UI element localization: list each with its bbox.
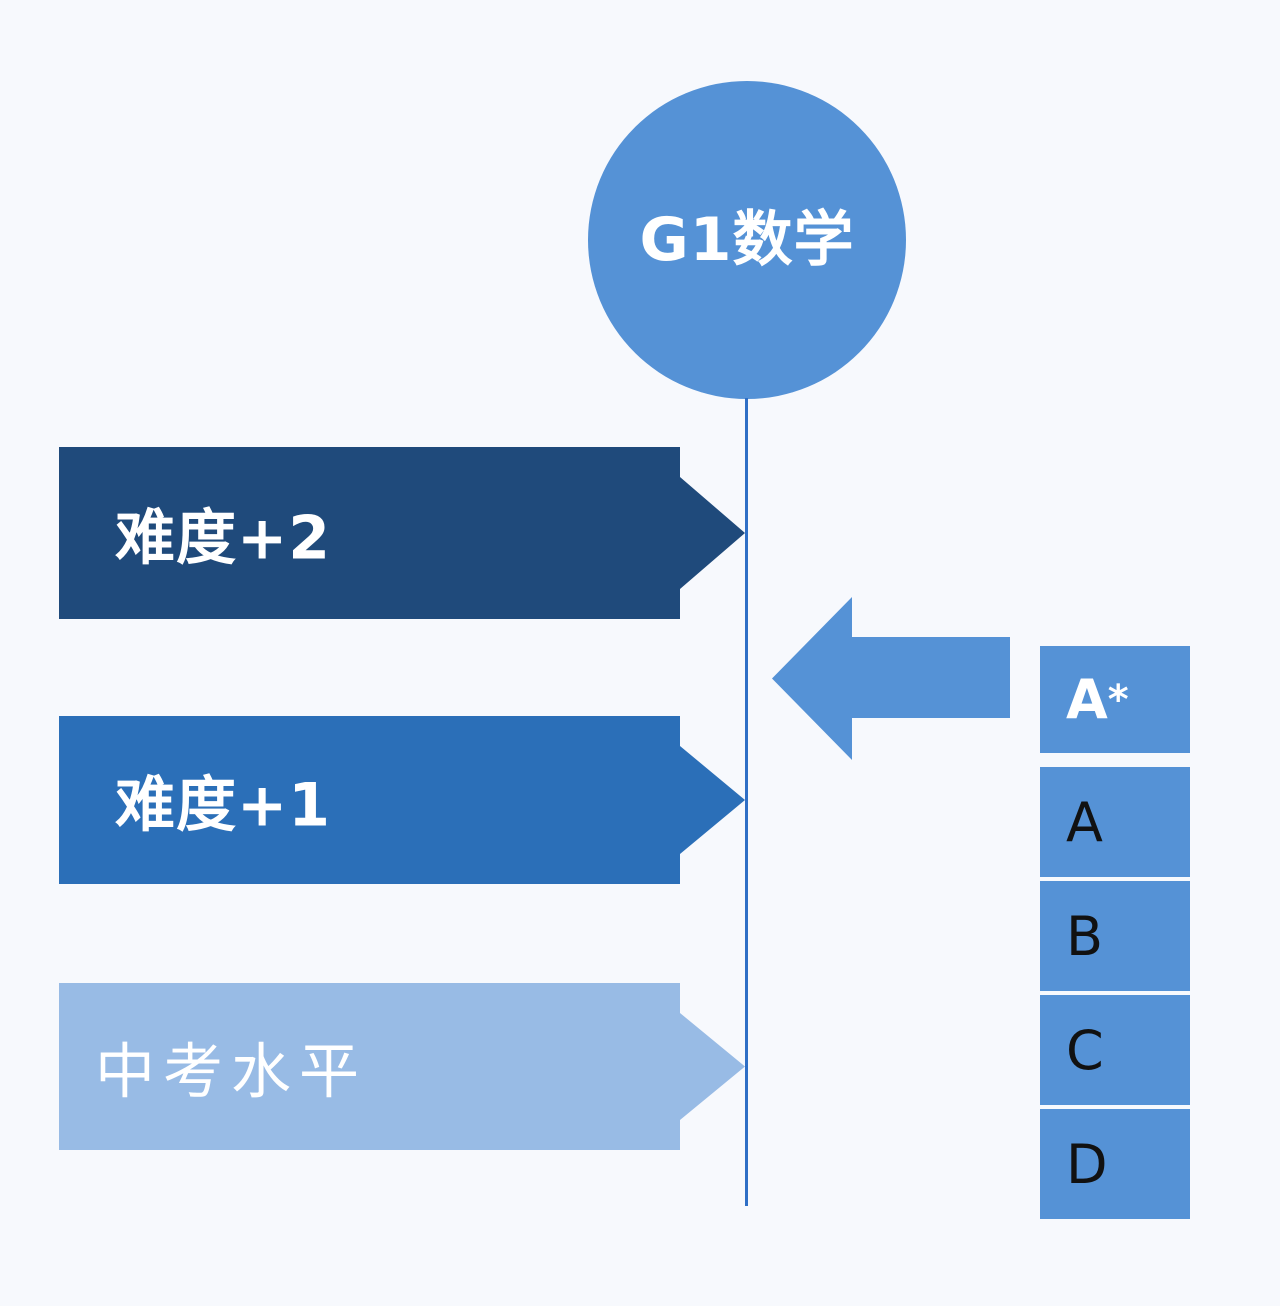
- grade-a-star: A*: [1040, 646, 1190, 753]
- level-label: 难度+2: [115, 503, 332, 574]
- level-difficulty-plus-1: 难度+1: [59, 716, 745, 884]
- left-arrow-icon: [772, 597, 1010, 760]
- grade-letter: B: [1066, 904, 1104, 968]
- grade-letter: C: [1066, 1018, 1104, 1082]
- grade-b: B: [1040, 881, 1190, 991]
- level-zhongkao: 中考水平: [59, 983, 745, 1150]
- grade-letter: A: [1066, 668, 1108, 731]
- grade-star-suffix: *: [1107, 676, 1129, 723]
- grade-letter: A: [1066, 790, 1103, 854]
- level-difficulty-plus-2: 难度+2: [59, 447, 745, 619]
- vertical-axis-line: [745, 398, 748, 1206]
- grade-d: D: [1040, 1109, 1190, 1219]
- level-label: 难度+1: [115, 770, 332, 841]
- grade-c: C: [1040, 995, 1190, 1105]
- level-label: 中考水平: [95, 1037, 367, 1107]
- grade-letter: D: [1066, 1132, 1108, 1196]
- center-node-g1-math: G1数学: [588, 81, 906, 399]
- center-node-label: G1数学: [639, 204, 855, 275]
- grade-column: A* A B C D: [1040, 646, 1190, 1223]
- grade-a: A: [1040, 767, 1190, 877]
